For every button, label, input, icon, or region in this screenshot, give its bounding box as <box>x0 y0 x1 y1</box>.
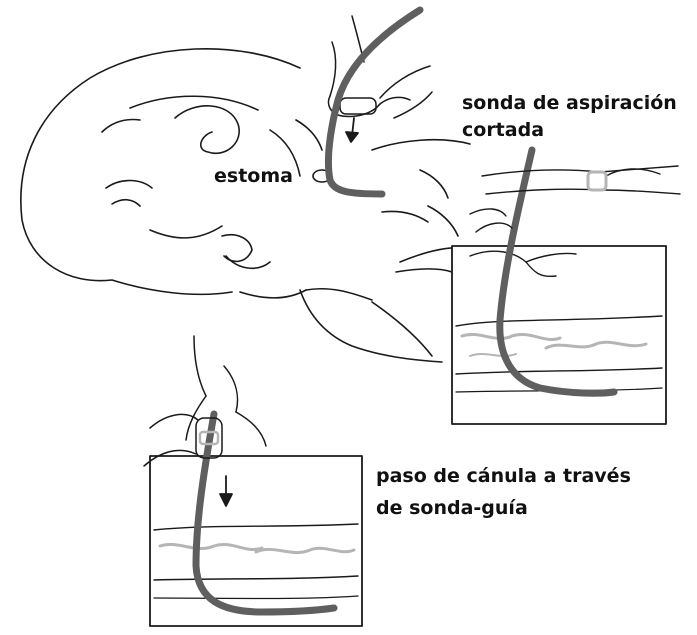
label-cannula-passage-line1: paso de cánula a través <box>376 463 631 490</box>
arrow-down-top <box>346 118 358 142</box>
label-cannula-passage-line2: de sonda-guía <box>376 495 528 522</box>
suction-catheter-top <box>328 10 420 194</box>
label-suction-catheter-line2: cortada <box>462 117 544 144</box>
infant-eye <box>112 200 140 206</box>
catheter-cut-tip <box>588 172 606 190</box>
hand-top <box>329 16 433 118</box>
infant-shoulder <box>372 140 470 150</box>
label-estoma: estoma <box>214 163 293 190</box>
inset-bottom <box>150 456 362 626</box>
hand-right <box>470 166 680 232</box>
inset-right <box>452 246 666 424</box>
infant-ear <box>175 106 239 153</box>
label-suction-catheter-line1: sonda de aspiración <box>462 90 677 117</box>
infant-figure <box>21 49 470 362</box>
